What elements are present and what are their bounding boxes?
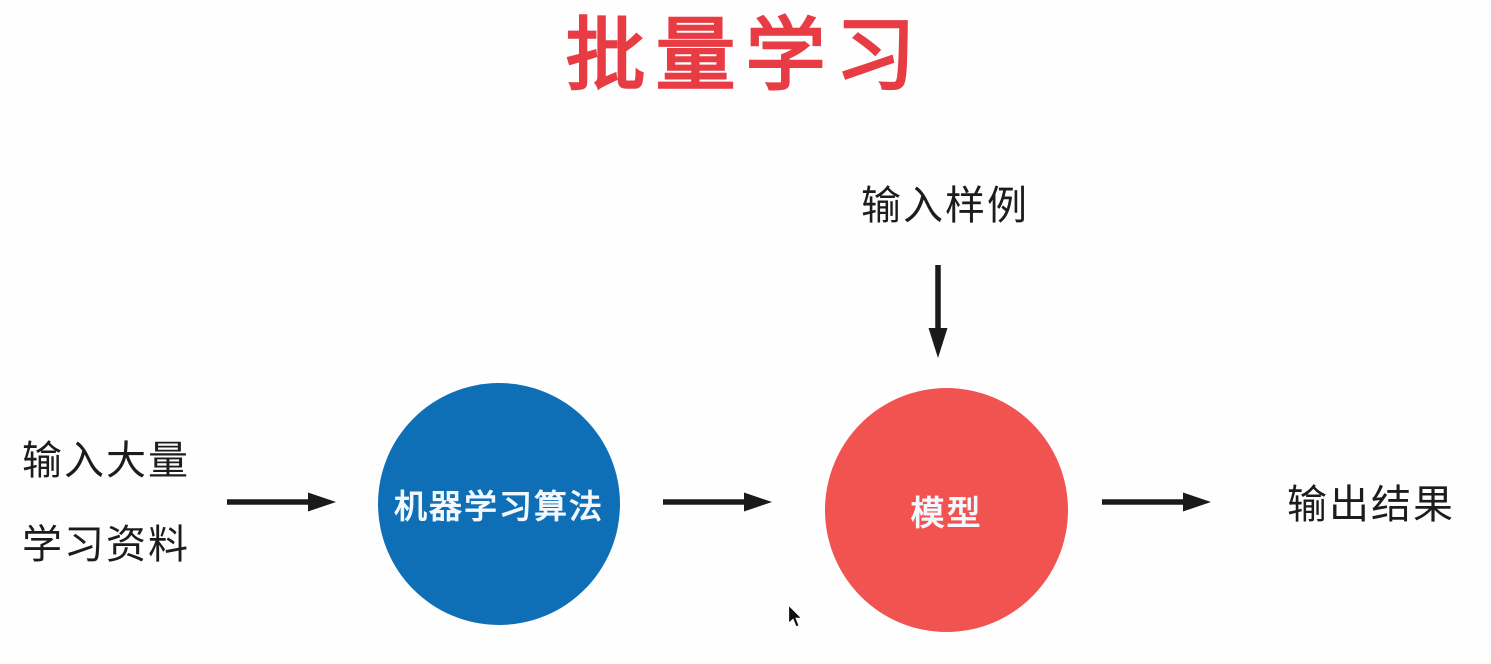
arrow-input-to-algorithm-icon	[227, 492, 336, 512]
node-machine-learning-algorithm: 机器学习算法	[378, 383, 620, 625]
node-model: 模型	[825, 388, 1068, 632]
arrow-algorithm-to-model-icon	[663, 492, 772, 512]
output-result-label: 输出结果	[1287, 483, 1455, 527]
input-data-label: 输入大量 学习资料	[22, 439, 190, 567]
node-model-label: 模型	[910, 494, 983, 533]
input-data-label-line2: 学习资料	[22, 523, 190, 567]
arrow-down-icon	[928, 265, 948, 358]
mouse-cursor-icon	[787, 604, 804, 628]
input-data-label-line1: 输入大量	[22, 439, 190, 483]
node-algorithm-label: 机器学习算法	[394, 488, 604, 525]
arrow-model-to-output-icon	[1102, 492, 1211, 512]
page-title: 批量学习	[565, 11, 926, 100]
sample-input-label: 输入样例	[861, 184, 1029, 228]
